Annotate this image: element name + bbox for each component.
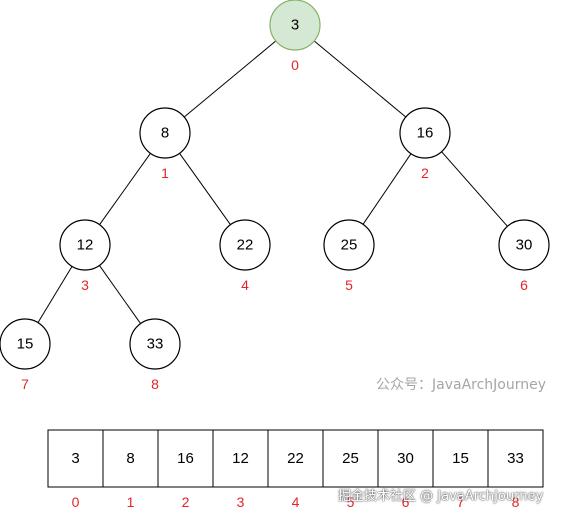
array-cell-box	[322, 429, 379, 488]
array-cell-box	[432, 429, 489, 488]
array-cell-box	[487, 429, 544, 488]
tree-node-circle	[219, 219, 271, 271]
array-cell-index: 6	[402, 494, 410, 510]
tree-node-index: 0	[291, 57, 299, 73]
array-cell-index: 2	[182, 494, 190, 510]
tree-node-index: 7	[21, 376, 29, 392]
array-cell-value: 22	[287, 450, 304, 467]
tree-node-circle	[498, 219, 550, 271]
tree-node-value: 15	[17, 336, 34, 353]
tree-node-value: 25	[341, 237, 358, 254]
tree-node-4: 22 4	[219, 219, 271, 293]
array-cell-value: 25	[342, 450, 359, 467]
tree-node-8: 33 8	[129, 318, 181, 392]
tree-edge-2-6	[441, 151, 508, 227]
array-cell-index: 1	[127, 494, 135, 510]
array-cell-value: 3	[71, 450, 79, 467]
array-cell-value: 8	[126, 450, 134, 467]
array-cell-box	[377, 429, 434, 488]
array-cell-index: 4	[292, 494, 300, 510]
tree-edge-0-1	[183, 40, 277, 118]
array-cell-box	[47, 429, 104, 488]
tree-node-index: 1	[161, 165, 169, 181]
array-cell-index: 3	[237, 494, 245, 510]
tree-node-3: 12 3	[59, 219, 111, 293]
watermark-site: 掘金技术社区 @ JavaArchJourney	[338, 489, 544, 504]
tree-node-2: 16 2	[399, 107, 451, 181]
tree-node-circle	[399, 107, 451, 159]
array-cell-value: 12	[232, 450, 249, 467]
tree-node-5: 25 5	[323, 219, 375, 293]
array-cell-0: 30	[47, 429, 104, 510]
array-cell-5: 25 5	[322, 429, 379, 510]
tree-edges	[37, 40, 508, 324]
tree-edge-2-5	[362, 153, 412, 225]
array-cell-4: 22 4	[267, 429, 324, 510]
tree-node-value: 3	[291, 17, 299, 34]
tree-node-6: 30 6	[498, 219, 550, 293]
tree-node-index: 6	[520, 277, 528, 293]
tree-node-circle	[269, 0, 321, 51]
array-cell-1: 81	[102, 429, 159, 510]
array-cell-3: 12 3	[212, 429, 269, 510]
array-cell-box	[157, 429, 214, 488]
tree-node-value: 30	[516, 237, 533, 254]
tree-node-1: 81	[139, 107, 191, 181]
tree-node-circle	[323, 219, 375, 271]
array-cell-6: 30 6	[377, 429, 434, 510]
tree-node-index: 3	[81, 277, 89, 293]
tree-node-value: 8	[161, 125, 169, 142]
array-cell-index: 0	[72, 494, 80, 510]
array-cell-7: 15 7	[432, 429, 489, 510]
tree-node-7: 15 7	[0, 318, 51, 392]
tree-node-circle	[59, 219, 111, 271]
tree-edge-1-4	[179, 153, 231, 225]
tree-node-circle	[129, 318, 181, 370]
tree-edge-1-3	[99, 153, 151, 225]
tree-node-0: 30	[269, 0, 321, 73]
tree-edge-0-2	[313, 40, 407, 118]
tree-node-value: 33	[147, 336, 164, 353]
array-cell-8: 33 8	[487, 429, 544, 510]
array-cell-box	[267, 429, 324, 488]
watermark-account: 公众号：JavaArchJourney	[376, 377, 547, 393]
tree-node-circle	[0, 318, 51, 370]
array-cell-index: 5	[347, 494, 355, 510]
tree-node-value: 22	[237, 237, 254, 254]
tree-node-circle	[139, 107, 191, 159]
array-cell-2: 16 2	[157, 429, 214, 510]
array-cell-box	[212, 429, 269, 488]
array-cell-value: 30	[397, 450, 414, 467]
array-cell-value: 33	[507, 450, 524, 467]
tree-node-index: 2	[421, 165, 429, 181]
tree-node-index: 4	[241, 277, 249, 293]
tree-node-value: 16	[417, 125, 434, 142]
tree-node-value: 12	[77, 237, 94, 254]
tree-edge-3-8	[99, 265, 141, 324]
tree-edge-3-7	[37, 266, 73, 323]
array-cell-index: 7	[457, 494, 465, 510]
tree-node-index: 5	[345, 277, 353, 293]
array-cell-value: 15	[452, 450, 469, 467]
array-cell-value: 16	[177, 450, 194, 467]
array-cell-index: 8	[512, 494, 520, 510]
tree-node-index: 8	[151, 376, 159, 392]
